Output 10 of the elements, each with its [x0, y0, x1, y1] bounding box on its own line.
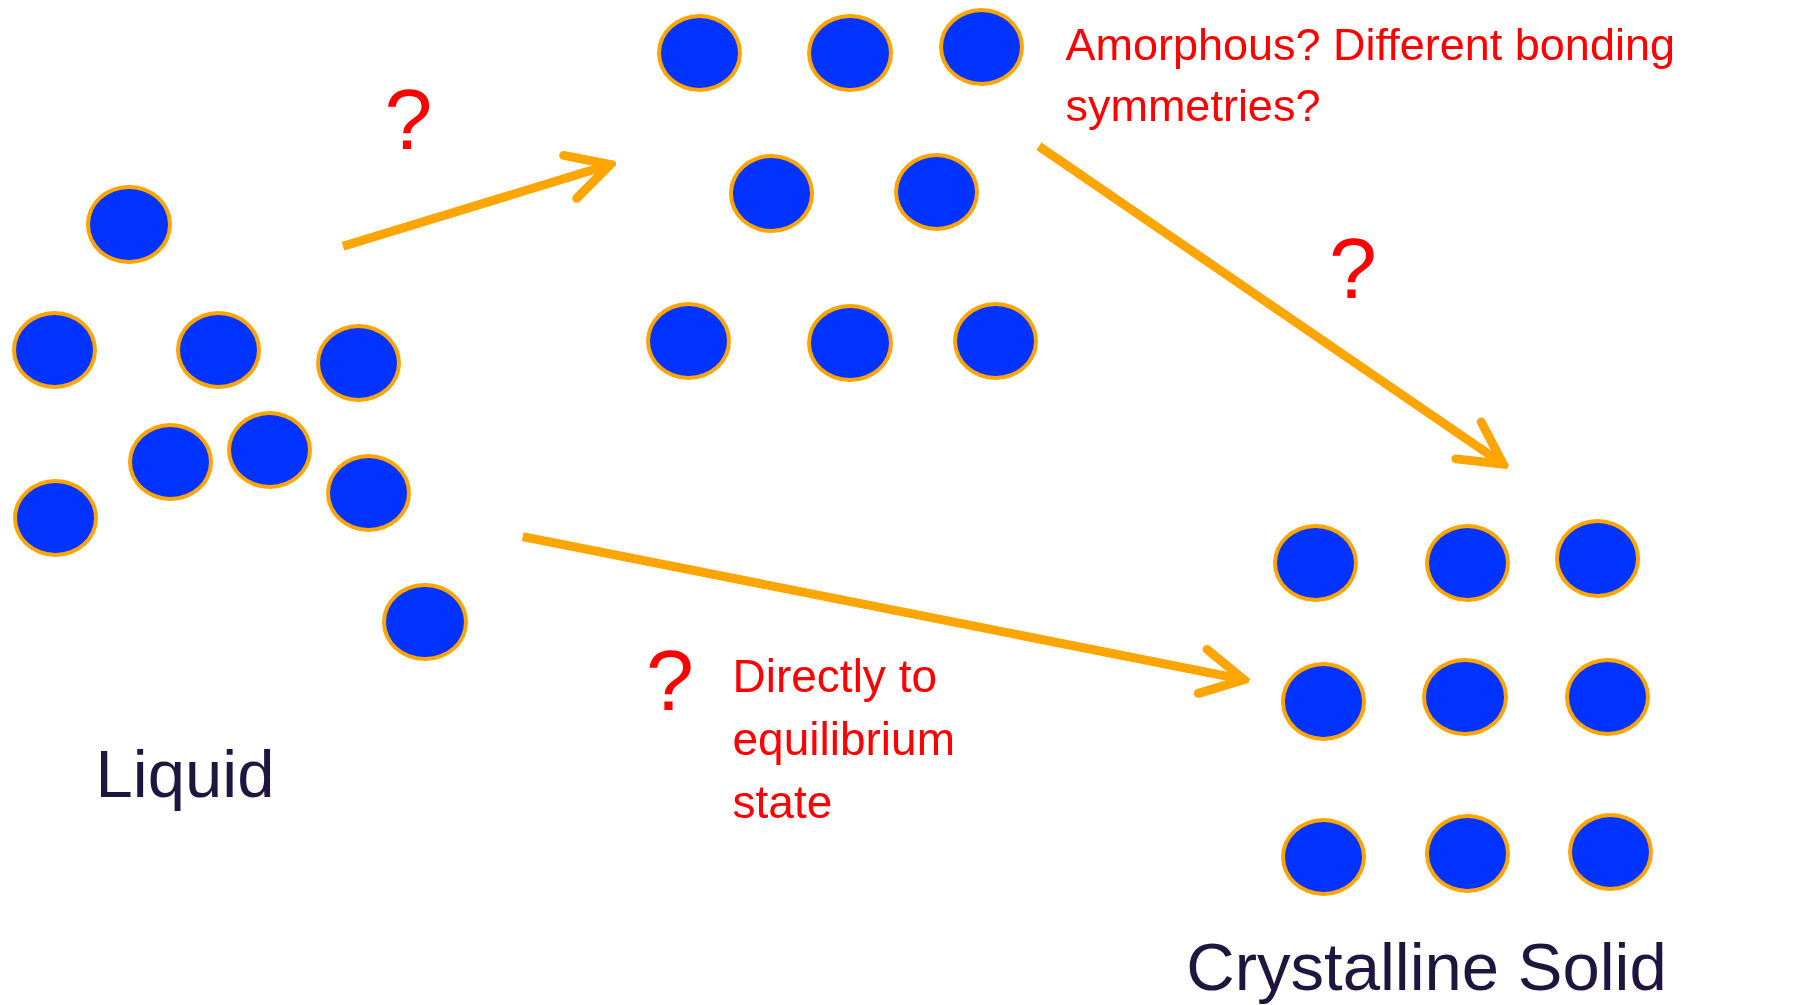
arrow: [1036, 142, 1508, 469]
question-mark: ?: [384, 70, 433, 167]
arrow: [341, 150, 615, 251]
question-note: Directly to equilibrium state: [732, 649, 956, 830]
question-note: Amorphous? Different bonding symmetries?: [1065, 17, 1676, 133]
question-mark: ?: [646, 631, 694, 728]
state-label: Liquid: [95, 734, 275, 812]
question-mark: ?: [1329, 220, 1377, 317]
arrow: [521, 532, 1249, 698]
state-label: Crystalline Solid: [1186, 928, 1667, 1005]
